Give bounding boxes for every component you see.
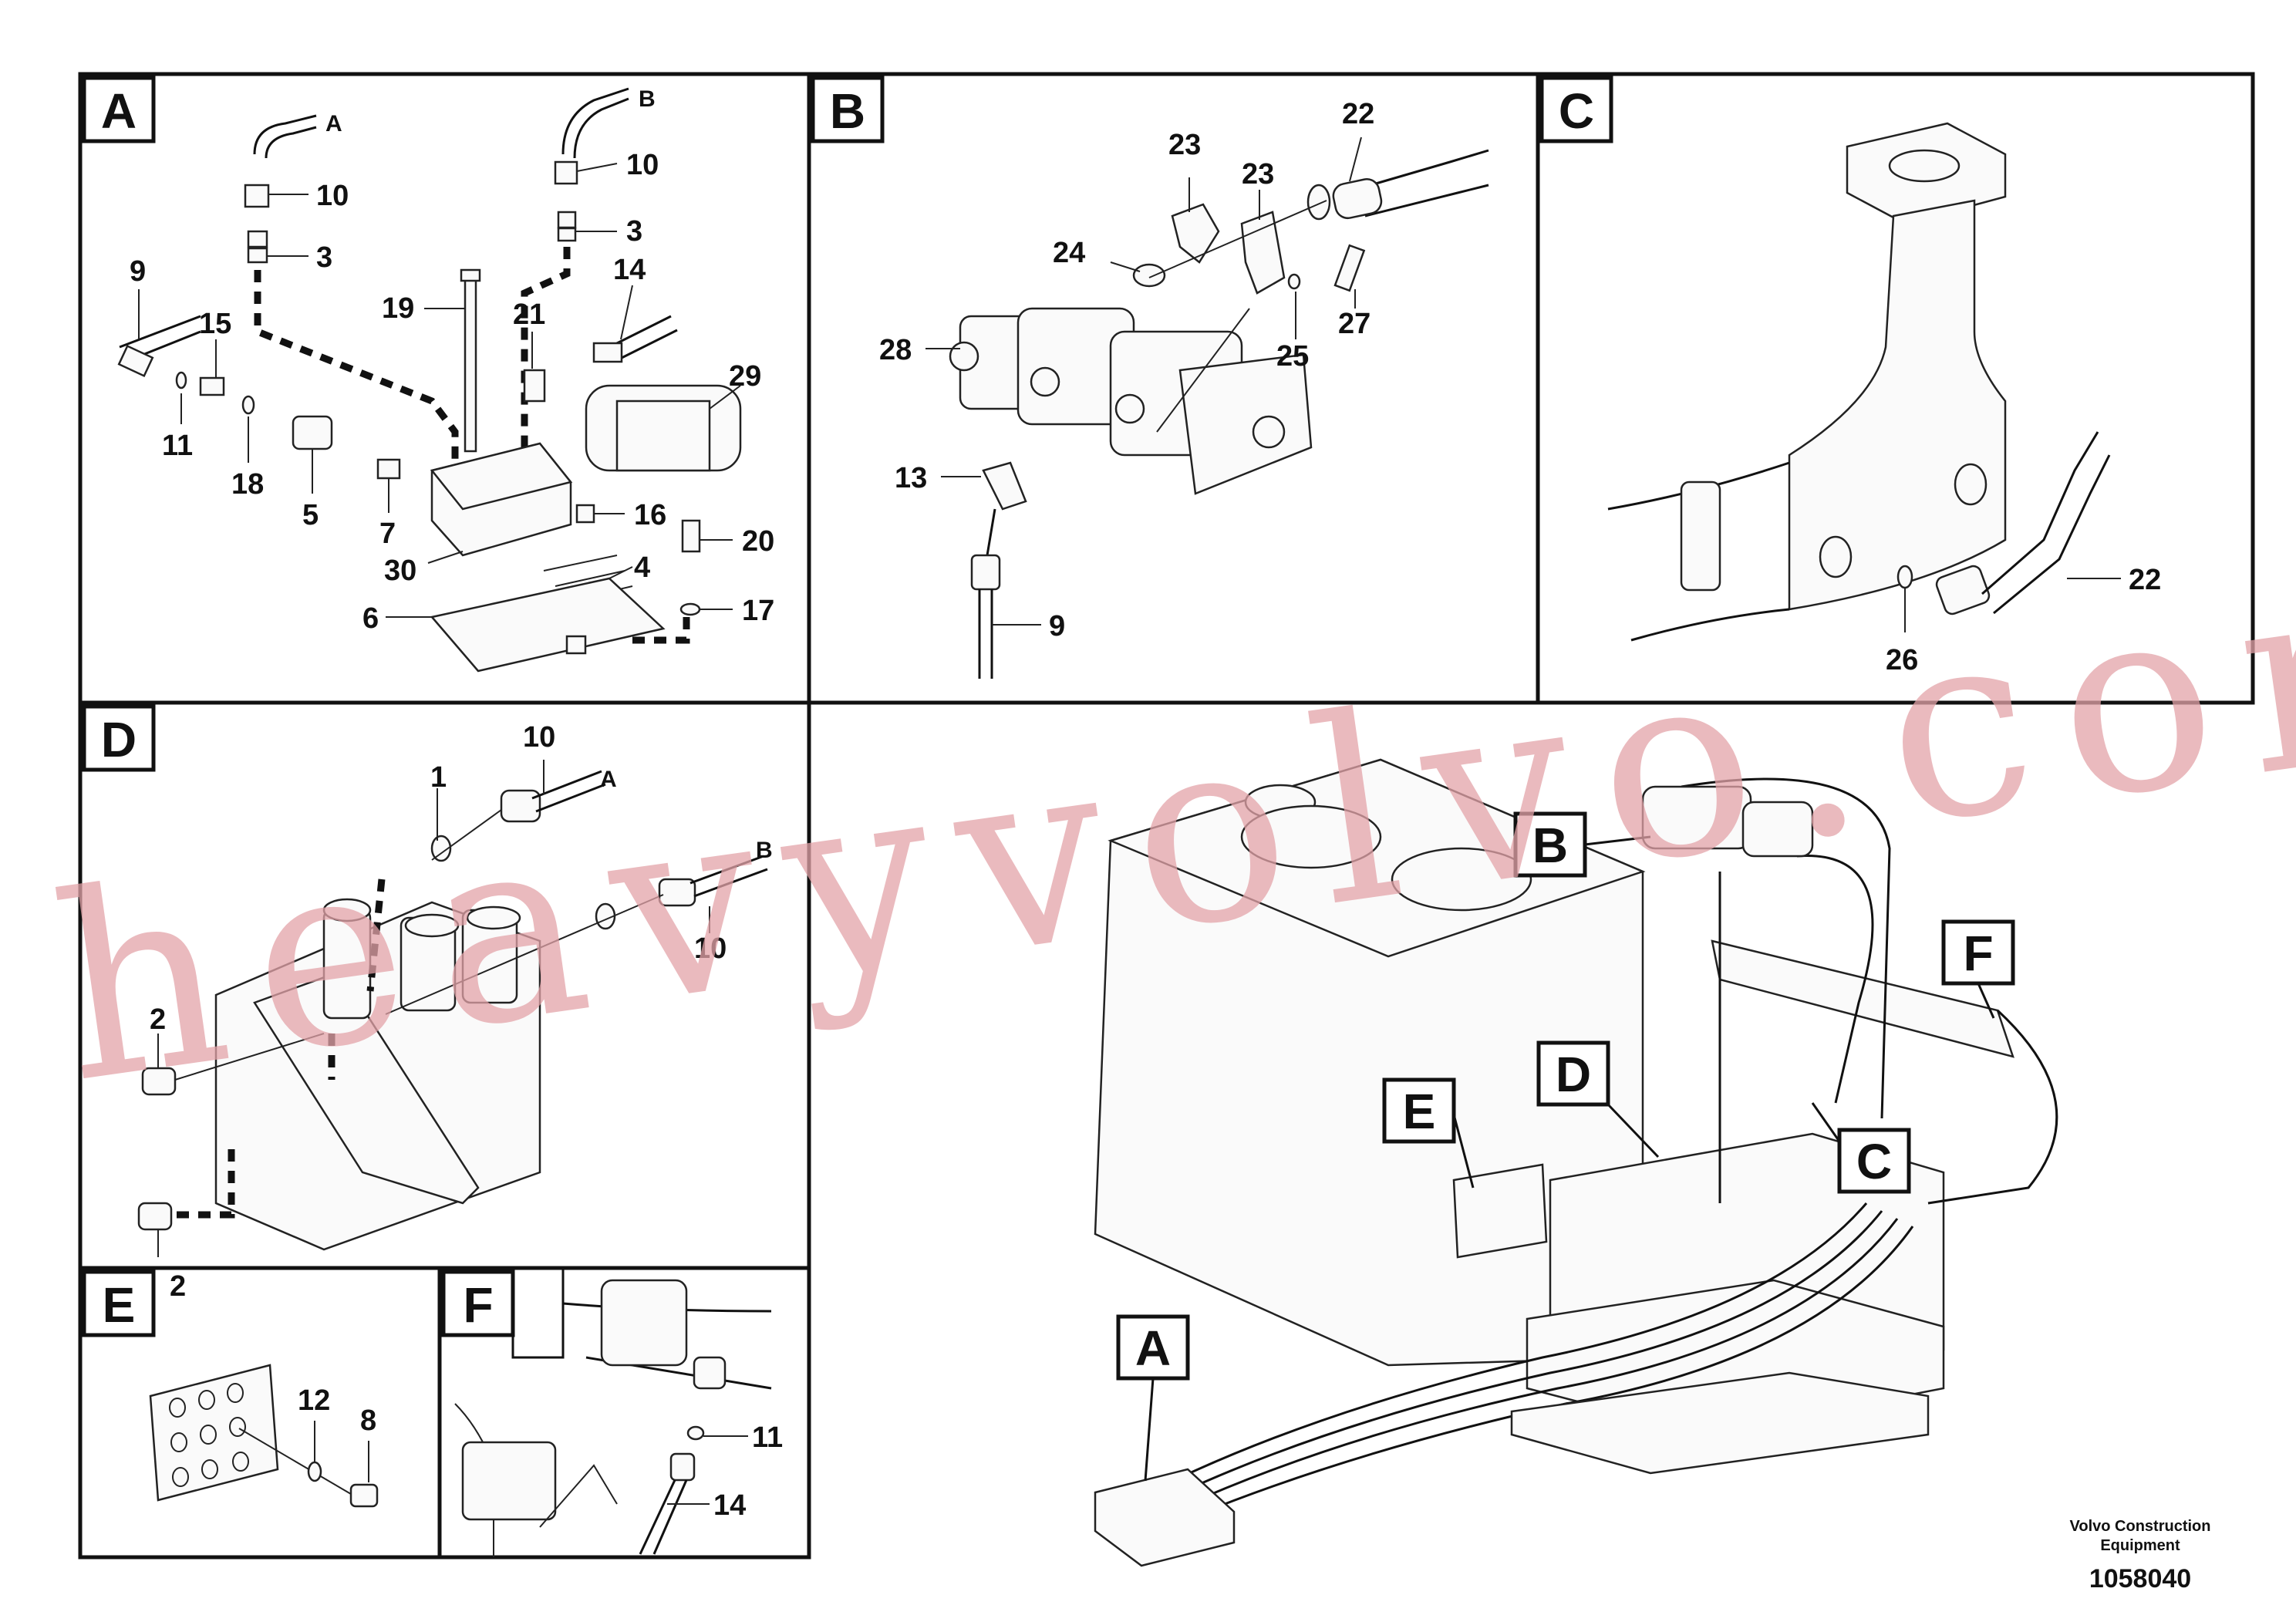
callout-2-a: 2 xyxy=(150,1003,166,1036)
callout-5: 5 xyxy=(302,499,319,531)
callout-26: 26 xyxy=(1886,644,1918,676)
svg-text:B: B xyxy=(830,83,865,139)
callout-23-b: 23 xyxy=(1242,158,1274,191)
svg-text:E: E xyxy=(103,1277,136,1333)
panel-label-C: C xyxy=(1539,76,1613,143)
callout-4: 4 xyxy=(634,551,650,584)
panel-C-leaders xyxy=(1904,578,2121,632)
panel-label-B: B xyxy=(811,76,885,143)
callout-24: 24 xyxy=(1053,237,1085,269)
callout-27: 27 xyxy=(1338,308,1371,340)
callout-11: 11 xyxy=(162,430,193,462)
credit-line-2: Equipment xyxy=(2100,1537,2180,1554)
callout-6: 6 xyxy=(362,602,379,635)
panel-label-A: A xyxy=(82,76,156,143)
callout-25: 25 xyxy=(1276,340,1309,373)
callout-30: 30 xyxy=(384,555,416,587)
panel-F-drawing xyxy=(454,1268,772,1557)
overview-marker-E: E xyxy=(1382,1077,1475,1189)
callout-21: 21 xyxy=(513,298,545,331)
callout-23-a: 23 xyxy=(1168,129,1201,161)
panel-B-callouts: 23 23 22 24 28 25 27 13 9 xyxy=(879,98,1374,642)
callout-20: 20 xyxy=(742,525,774,558)
callout-10-b: 10 xyxy=(626,149,659,181)
panel-B-leaders xyxy=(925,137,1362,626)
svg-text:F: F xyxy=(1963,926,1993,981)
svg-text:F: F xyxy=(463,1277,493,1333)
footer-credit: Volvo Construction Equipment 1058040 xyxy=(2070,1518,2211,1593)
callout-14: 14 xyxy=(613,254,646,286)
panel-D-callouts: 10 1 2 10 2 A B xyxy=(150,721,773,1303)
callout-14-f: 14 xyxy=(713,1489,746,1522)
callout-2-b: 2 xyxy=(170,1270,186,1303)
callout-16: 16 xyxy=(634,499,666,531)
overview-marker-A: A xyxy=(1116,1314,1190,1482)
callout-8: 8 xyxy=(360,1404,376,1437)
callout-3-a: 3 xyxy=(316,241,332,274)
panel-C-callouts: 22 26 xyxy=(1886,564,2161,676)
callout-7: 7 xyxy=(379,518,396,550)
connection-tag-A-d: A xyxy=(600,767,617,792)
callout-18: 18 xyxy=(231,468,264,501)
svg-text:E: E xyxy=(1403,1084,1436,1139)
overview-marker-C: C xyxy=(1811,1102,1911,1194)
callout-17: 17 xyxy=(742,595,774,627)
panel-A-leaders xyxy=(138,163,741,618)
callout-9: 9 xyxy=(130,255,146,288)
callout-11-f: 11 xyxy=(752,1421,783,1454)
panel-label-F: F xyxy=(441,1270,515,1337)
panel-C-drawing xyxy=(1607,122,2111,642)
svg-text:D: D xyxy=(1556,1047,1591,1102)
panel-D-leaders xyxy=(157,760,710,1257)
panel-D-drawing xyxy=(137,770,768,1251)
callout-15: 15 xyxy=(199,308,231,340)
svg-text:A: A xyxy=(101,83,137,139)
panel-E-drawing xyxy=(149,1364,379,1508)
panel-A-drawing xyxy=(117,87,742,673)
panel-frames xyxy=(78,72,2255,1560)
connection-tag-B-d: B xyxy=(756,838,773,863)
connection-tag-B: B xyxy=(639,86,656,112)
callout-10-a: 10 xyxy=(316,180,349,212)
callout-22: 22 xyxy=(1342,98,1374,130)
svg-text:A: A xyxy=(1135,1320,1171,1376)
overview-marker-D: D xyxy=(1536,1040,1660,1158)
overview-marker-B: B xyxy=(1513,811,1651,878)
overview-drawing xyxy=(1094,758,2058,1567)
svg-text:B: B xyxy=(1532,818,1568,873)
document-number: 1058040 xyxy=(2089,1564,2191,1593)
svg-text:C: C xyxy=(1559,83,1594,139)
panel-A-callouts: 10 3 10 3 9 15 11 18 5 7 19 21 14 29 16 … xyxy=(130,86,774,635)
connection-tag-A: A xyxy=(325,111,342,137)
panel-B-drawing xyxy=(949,149,1489,679)
callout-1: 1 xyxy=(430,761,447,794)
callout-19: 19 xyxy=(382,292,414,325)
callout-28: 28 xyxy=(879,334,912,366)
callout-22-c: 22 xyxy=(2129,564,2161,596)
callout-9-b: 9 xyxy=(1049,610,1065,642)
callout-3-b: 3 xyxy=(626,215,642,248)
callout-29: 29 xyxy=(729,360,761,393)
panel-F-callouts: 11 14 xyxy=(713,1421,783,1522)
callout-10-d1: 10 xyxy=(523,721,555,754)
callout-12: 12 xyxy=(298,1384,330,1417)
panel-label-D: D xyxy=(82,704,156,772)
svg-text:D: D xyxy=(101,712,137,767)
callout-13: 13 xyxy=(895,462,927,494)
callout-10-d2: 10 xyxy=(694,932,727,965)
svg-text:C: C xyxy=(1856,1134,1892,1189)
panel-E-callouts: 12 8 xyxy=(298,1384,376,1437)
overview-marker-F: F xyxy=(1941,919,2015,1019)
panel-E-leaders xyxy=(314,1421,369,1482)
credit-line-1: Volvo Construction xyxy=(2070,1518,2211,1535)
panel-label-E: E xyxy=(82,1270,156,1337)
panel-F-leaders xyxy=(667,1435,748,1505)
